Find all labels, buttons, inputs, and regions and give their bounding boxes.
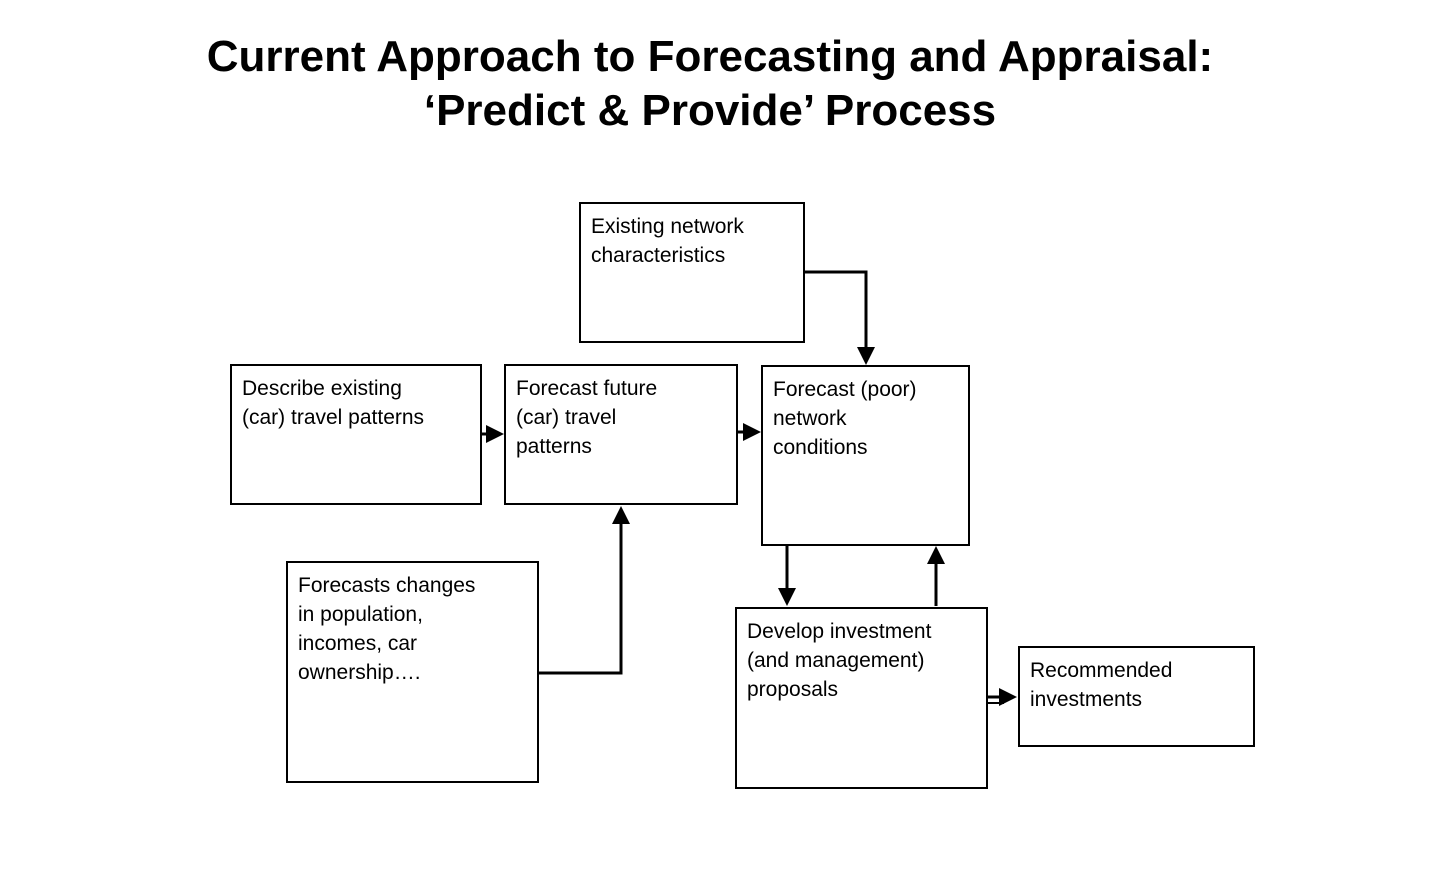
existing-network-box: Existing network characteristics [579,202,805,343]
develop-investment-box: Develop investment (and management) prop… [735,607,988,789]
diagram-title: Current Approach to Forecasting and Appr… [206,32,1214,81]
describe-existing-box: Describe existing (car) travel patterns [230,364,482,505]
forecast-future-box: Forecast future (car) travel patterns [504,364,738,505]
forecasts-changes-box: Forecasts changes in population, incomes… [286,561,539,783]
recommended-investments-box: Recommended investments [1018,646,1255,747]
arrow-network-to-conditions [805,270,875,365]
forecast-poor-conditions-box: Forecast (poor) network conditions [761,365,970,546]
arrow-changes-to-forecast [539,506,630,675]
diagram-subtitle: ‘Predict & Provide’ Process [423,86,997,135]
